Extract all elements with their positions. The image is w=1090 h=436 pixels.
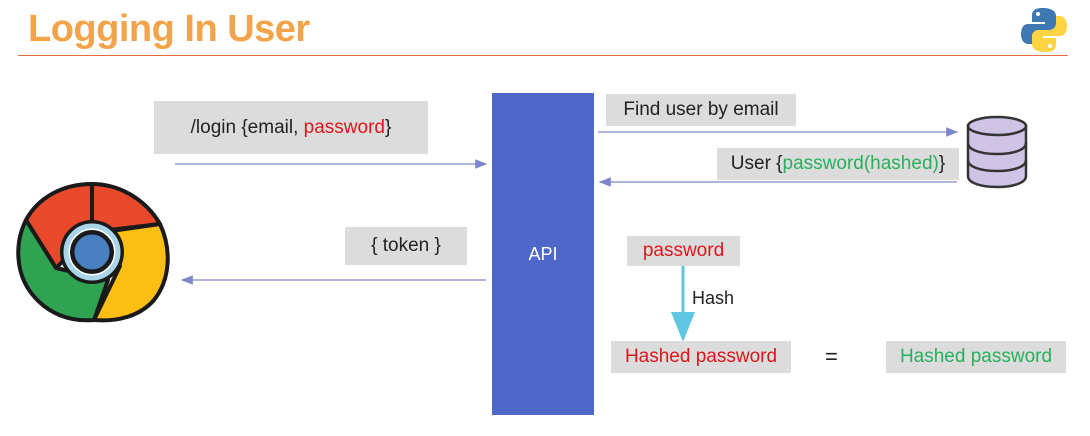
title-divider bbox=[18, 55, 1068, 56]
api-label: API bbox=[528, 243, 558, 264]
hash-input-box: password bbox=[627, 236, 740, 266]
db-response-prefix: User { bbox=[730, 153, 783, 174]
chrome-browser-icon bbox=[16, 182, 170, 323]
hashed-password-stored-label: Hashed password bbox=[899, 346, 1053, 367]
hash-input-label: password bbox=[642, 240, 725, 261]
db-response-password: password(hashed) bbox=[782, 153, 939, 174]
hashed-password-computed-label: Hashed password bbox=[624, 346, 778, 367]
database-icon bbox=[966, 115, 1028, 189]
login-request-password: password bbox=[303, 116, 385, 138]
login-request-suffix: } bbox=[384, 116, 392, 138]
hashed-password-computed-box: Hashed password bbox=[611, 341, 791, 373]
login-request-prefix: /login {email, bbox=[190, 116, 304, 138]
find-user-box: Find user by email bbox=[606, 94, 796, 126]
equals-sign: = bbox=[825, 344, 838, 369]
login-request-box: /login {email, password} bbox=[154, 101, 428, 154]
api-server-box: API bbox=[492, 93, 594, 415]
python-logo-icon bbox=[1021, 8, 1067, 52]
slide-title: Logging In User bbox=[28, 8, 310, 50]
token-response-box: { token } bbox=[345, 227, 467, 265]
db-response-box: User {password(hashed)} bbox=[717, 148, 959, 180]
find-user-label: Find user by email bbox=[623, 99, 779, 120]
db-response-suffix: } bbox=[938, 153, 946, 174]
hashed-password-stored-box: Hashed password bbox=[886, 341, 1066, 373]
hash-step-label: Hash bbox=[692, 288, 735, 308]
token-response-label: { token } bbox=[371, 235, 441, 256]
